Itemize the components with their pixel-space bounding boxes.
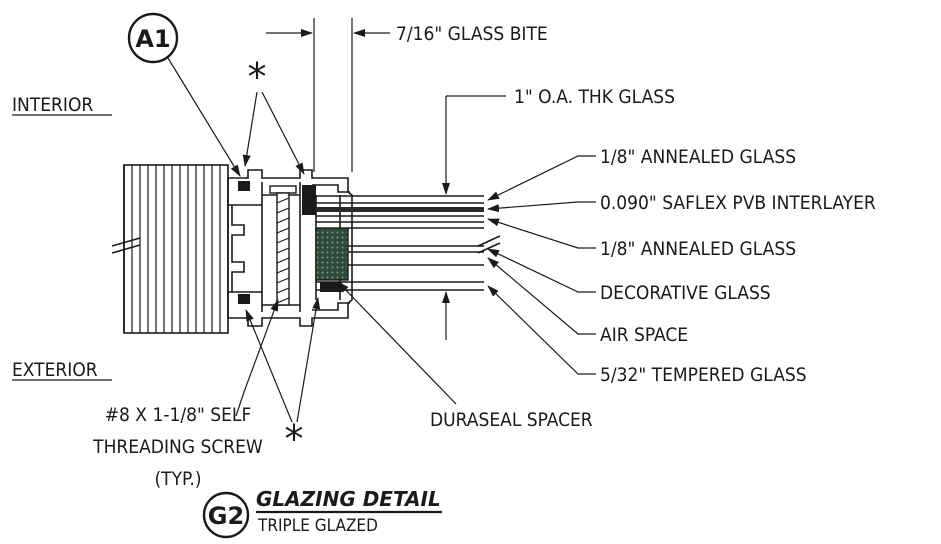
- bubble-g2-label: G2: [208, 502, 244, 530]
- asterisk-top: *: [242, 55, 305, 175]
- asterisk-bottom-mark: *: [285, 417, 304, 461]
- glazing-gasket: [302, 185, 316, 215]
- bubble-a1-label: A1: [135, 25, 170, 53]
- bubble-g2[interactable]: [202, 491, 250, 539]
- screw-note: #8 X 1-1/8" SELF THREADING SCREW (TYP.): [92, 299, 279, 490]
- gasket: [238, 181, 250, 191]
- frame-backing: [123, 164, 229, 334]
- callout-annealed-2: 1/8" ANNEALED GLASS: [600, 238, 796, 260]
- overall-thickness-label: 1" O.A. THK GLASS: [514, 86, 675, 108]
- callout-annealed-1: 1/8" ANNEALED GLASS: [600, 146, 796, 168]
- detail-title-block: G2 GLAZING DETAIL TRIPLE GLAZED: [202, 487, 442, 539]
- duraseal-spacer: [315, 227, 349, 281]
- glass-bite-label: 7/16" GLASS BITE: [396, 23, 548, 45]
- glass-assembly: [315, 195, 501, 291]
- glass-break-mark: [477, 235, 501, 247]
- spacer-note-label: DURASEAL SPACER: [430, 409, 593, 431]
- frame-profile: [111, 164, 353, 334]
- section-bubble-a1[interactable]: A1: [127, 12, 241, 177]
- spacer-note: DURASEAL SPACER: [337, 281, 593, 431]
- glass-callouts: 1/8" ANNEALED GLASS 0.090" SAFLEX PVB IN…: [487, 146, 876, 386]
- callout-decorative: DECORATIVE GLASS: [600, 282, 771, 304]
- callout-pvb: 0.090" SAFLEX PVB INTERLAYER: [600, 192, 876, 214]
- glass-bite-dimension: 7/16" GLASS BITE: [266, 18, 548, 172]
- exterior-label: EXTERIOR: [12, 359, 98, 381]
- asterisk-bottom: *: [245, 297, 321, 461]
- screw: [269, 185, 297, 306]
- screw-note-line-2: THREADING SCREW: [92, 436, 263, 458]
- callout-air-space: AIR SPACE: [600, 324, 688, 346]
- asterisk-top-mark: *: [248, 55, 267, 99]
- callout-tempered: 5/32" TEMPERED GLASS: [600, 364, 807, 386]
- detail-subtitle: TRIPLE GLAZED: [257, 516, 378, 536]
- break-mark: [111, 237, 141, 247]
- interior-label: INTERIOR: [12, 94, 93, 116]
- screw-note-line-3: (TYP.): [155, 468, 202, 490]
- screw-note-line-1: #8 X 1-1/8" SELF: [105, 404, 252, 426]
- overall-thickness-dimension: 1" O.A. THK GLASS: [442, 86, 675, 340]
- detail-title: GLAZING DETAIL: [256, 487, 441, 511]
- frame-extrusion: [227, 169, 353, 327]
- pvb-interlayer: [316, 207, 484, 212]
